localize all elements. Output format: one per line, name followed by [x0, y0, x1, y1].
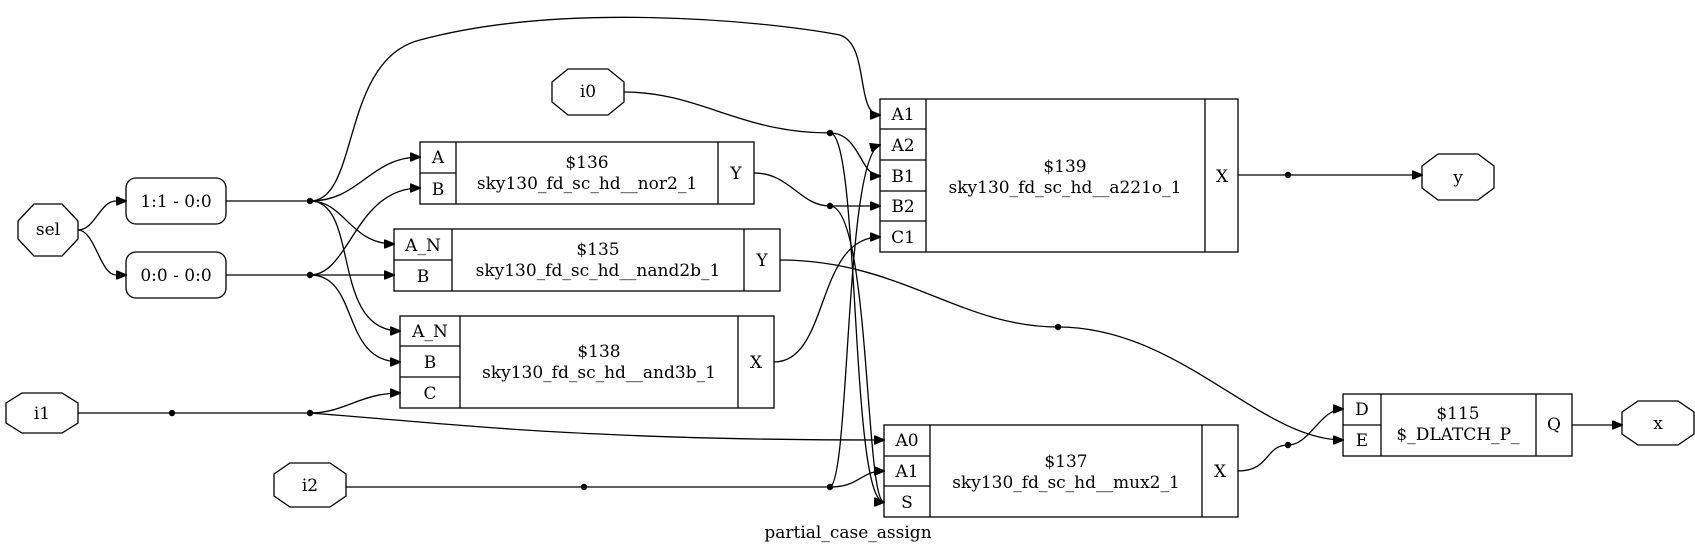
- cell-138-pin-b: B: [424, 353, 437, 373]
- cell-139-pin-a1: A1: [890, 105, 914, 125]
- junction-dot: [168, 409, 176, 417]
- cell-137-pin-x: X: [1214, 462, 1227, 482]
- cell-115-pin-q: Q: [1547, 415, 1561, 435]
- cell-136-pin-y: Y: [729, 164, 742, 184]
- port-sel: sel: [17, 203, 79, 257]
- cell-139-pin-c1: C1: [891, 228, 915, 248]
- cell-137-mux2: A0 A1 S $137 sky130_fd_sc_hd__mux2_1 X: [883, 424, 1239, 518]
- junction-dot: [306, 197, 314, 205]
- cell-135-pin-b: B: [417, 267, 430, 287]
- cell-115-type: $_DLATCH_P_: [1396, 425, 1520, 445]
- cell-138-type: sky130_fd_sc_hd__and3b_1: [482, 363, 716, 383]
- cell-135-nand2b: A_N B $135 sky130_fd_sc_hd__nand2b_1 Y: [393, 228, 781, 292]
- cell-139-pin-b1: B1: [891, 167, 914, 187]
- cell-138-id: $138: [577, 342, 620, 362]
- port-i0: i0: [551, 68, 625, 116]
- cell-136-nor2: A B $136 sky130_fd_sc_hd__nor2_1 Y: [419, 141, 755, 205]
- diagram-caption: partial_case_assign: [764, 523, 931, 543]
- cell-135-id: $135: [576, 240, 619, 260]
- cell-137-pin-a1: A1: [894, 462, 918, 482]
- port-i1-label: i1: [34, 404, 50, 424]
- cell-115-pin-e: E: [1356, 431, 1368, 451]
- cell-138-and3b: A_N B C $138 sky130_fd_sc_hd__and3b_1 X: [399, 315, 775, 409]
- junction-dot: [1284, 171, 1292, 179]
- cell-135-pin-a-n: A_N: [404, 236, 441, 256]
- cell-139-pin-a2: A2: [890, 136, 914, 156]
- port-y-label: y: [1452, 168, 1463, 188]
- cell-139-id: $139: [1043, 157, 1086, 177]
- wires: [77, 16, 1622, 502]
- split-sel-lo: 0:0 - 0:0: [125, 251, 227, 299]
- junction-dot: [826, 202, 834, 210]
- port-x-label: x: [1653, 414, 1663, 434]
- cell-115-pin-d: D: [1355, 400, 1369, 420]
- junction-dot: [1054, 323, 1062, 331]
- cell-115-dlatch: D E $115 $_DLATCH_P_ Q: [1342, 393, 1573, 457]
- port-i2-label: i2: [302, 476, 318, 496]
- split-sel-hi-label: 1:1 - 0:0: [140, 192, 211, 212]
- port-x: x: [1621, 400, 1695, 446]
- port-i1: i1: [5, 392, 79, 434]
- split-sel-lo-label: 0:0 - 0:0: [140, 266, 211, 286]
- port-sel-label: sel: [36, 220, 60, 240]
- cell-137-pin-a0: A0: [894, 431, 918, 451]
- cell-138-pin-x: X: [750, 353, 763, 373]
- cell-115-id: $115: [1436, 404, 1479, 424]
- cell-139-pin-x: X: [1216, 167, 1229, 187]
- port-i0-label: i0: [580, 82, 596, 102]
- cell-137-id: $137: [1044, 452, 1087, 472]
- cell-138-pin-a-n: A_N: [411, 322, 448, 342]
- split-sel-hi: 1:1 - 0:0: [125, 177, 227, 225]
- cell-138-pin-c: C: [423, 384, 436, 404]
- cell-135-type: sky130_fd_sc_hd__nand2b_1: [476, 261, 721, 281]
- cell-139-pin-b2: B2: [891, 197, 914, 217]
- junction-dot: [826, 483, 834, 491]
- junction-dot: [306, 409, 314, 417]
- cell-136-id: $136: [565, 153, 608, 173]
- cell-139-a221o: A1 A2 B1 B2 C1 $139 sky130_fd_sc_hd__a22…: [879, 98, 1239, 253]
- cell-136-type: sky130_fd_sc_hd__nor2_1: [477, 174, 697, 194]
- junction-dot: [1284, 441, 1292, 449]
- junction-dot: [306, 271, 314, 279]
- cell-137-type: sky130_fd_sc_hd__mux2_1: [952, 473, 1180, 493]
- junction-dot: [580, 483, 588, 491]
- port-y: y: [1421, 153, 1495, 201]
- cell-136-pin-b: B: [432, 180, 445, 200]
- cell-139-type: sky130_fd_sc_hd__a221o_1: [949, 178, 1182, 198]
- junction-dot: [826, 129, 834, 137]
- cell-135-pin-y: Y: [755, 251, 768, 271]
- port-i2: i2: [273, 462, 347, 508]
- cell-136-pin-a: A: [431, 148, 445, 168]
- junctions: [168, 129, 1292, 491]
- cell-137-pin-s: S: [901, 493, 913, 513]
